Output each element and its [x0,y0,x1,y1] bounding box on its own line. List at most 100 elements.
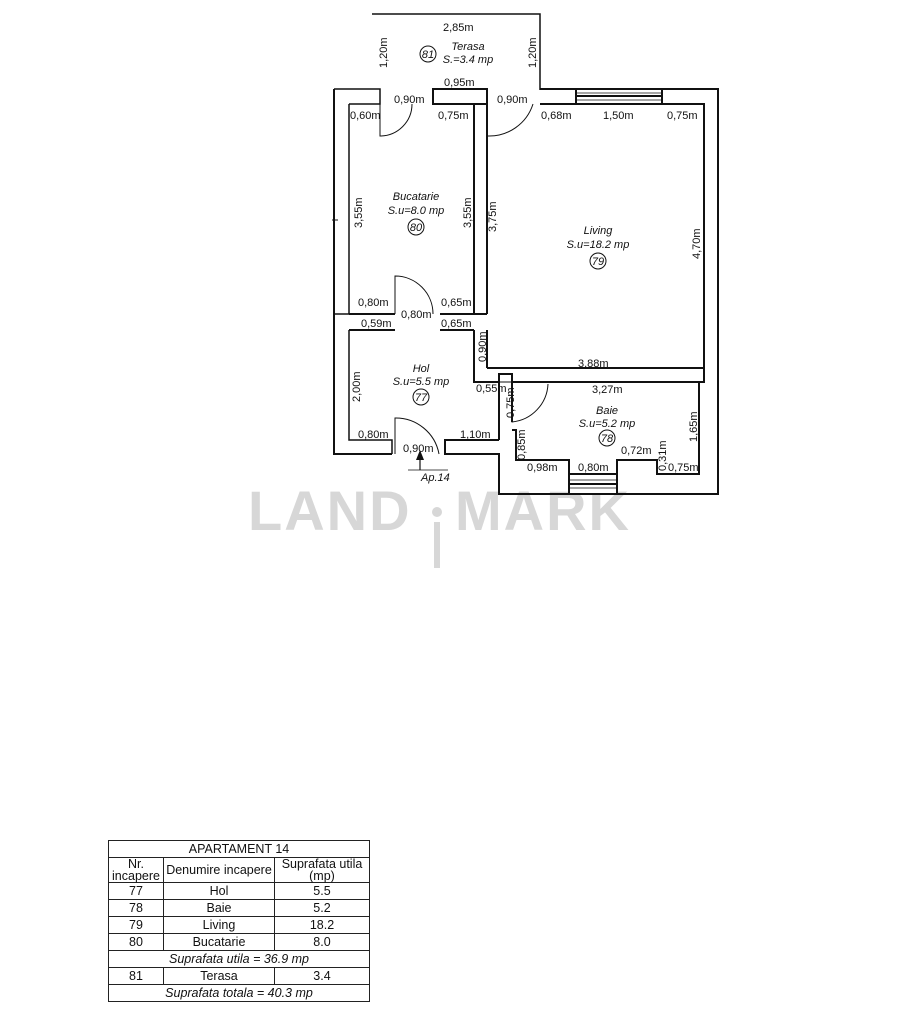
dim-label: 0,75m [505,387,517,418]
room-no-hol: 77 [415,392,428,404]
room-no-circle [589,252,607,270]
dim-label: 3,88m [578,358,609,370]
dim-label: 3,27m [592,384,623,396]
dim-label: 3,55m [353,197,365,228]
table-cell: Living [163,916,275,934]
room-no-living: 79 [592,256,604,268]
room-name-bucatarie: Bucatarie [393,191,439,203]
table-title-row: APARTAMENT 14 [108,840,370,858]
doors [379,103,549,455]
dim-label: 0,31m [657,440,669,471]
dim-label: 0,55m [476,383,507,395]
dim-label: 0,80m [358,297,389,309]
room-no-circle [419,45,437,63]
room-area-bucatarie: S.u=8.0 mp [388,205,445,217]
table-cell: 5.5 [274,882,370,900]
table-cell: 79 [108,916,164,934]
dim-label: 0,90m [403,443,434,455]
room-name-terasa: Terasa [451,41,484,53]
table-cell: 81 [108,967,164,985]
table-cell: 5.2 [274,899,370,917]
door-living-terrace [486,103,534,137]
door-entrance [394,417,440,455]
entrance-label: Ap.14 [420,472,450,484]
room-area-baie: S.u=5.2 mp [579,418,636,430]
dim-label: 0,75m [667,110,698,122]
room-no-terasa: 81 [422,49,434,61]
dim-label: 3,55m [462,197,474,228]
room-no-circle [412,388,430,406]
table-header-row: Nr. incapere Denumire incapere Suprafata… [108,857,370,883]
table-header: Denumire incapere [163,857,275,883]
dim-label: 0,72m [621,445,652,457]
door-kitchen [394,275,434,315]
entrance-arrow-icon [408,450,448,471]
table-row: 78 Baie 5.2 [108,899,370,917]
dim-label: 0,60m [350,110,381,122]
dim-label: 2,85m [443,22,474,34]
table-total: Suprafata totala = 40.3 mp [108,984,370,1002]
room-labels: Terasa S.=3.4 mp 81 Bucatarie S.u=8.0 mp… [388,41,636,447]
dim-label: 0,80m [578,462,609,474]
dim-label: 0,65m [441,297,472,309]
dim-label: 4,70m [691,228,703,259]
table-cell: 18.2 [274,916,370,934]
dim-label: 0,90m [477,331,489,362]
dim-label: 1,20m [378,37,390,68]
table-header: Suprafata utila (mp) [274,857,370,883]
table-row: 77 Hol 5.5 [108,882,370,900]
dim-label: 1,65m [688,411,700,442]
area-table: APARTAMENT 14 Nr. incapere Denumire inca… [108,840,370,1002]
table-header: Nr. incapere [108,857,164,883]
table-title: APARTAMENT 14 [108,840,370,858]
table-cell: 77 [108,882,164,900]
table-total-row: Suprafata totala = 40.3 mp [108,984,370,1002]
table-cell: Terasa [163,967,275,985]
dim-label: 0,90m [394,94,425,106]
dim-label: 1,50m [603,110,634,122]
dim-label: 0,65m [441,318,472,330]
door-bath [499,381,549,423]
watermark-bar [434,522,440,568]
table-subtotal: Suprafata utila = 36.9 mp [108,950,370,968]
watermark-dot [432,507,442,517]
dim-label: 3,75m [487,201,499,232]
table-cell: 78 [108,899,164,917]
table-subtotal-row: Suprafata utila = 36.9 mp [108,950,370,968]
room-no-circle [598,429,616,447]
room-name-hol: Hol [413,363,430,375]
dim-label: 0,75m [438,110,469,122]
table-cell: 80 [108,933,164,951]
table-cell: 8.0 [274,933,370,951]
dimension-labels: 2,85m 1,20m 1,20m 0,95m 0,90m 0,90m 0,60… [350,22,703,474]
walls [332,13,719,495]
dim-label: 0,85m [516,429,528,460]
room-no-circle [407,218,425,236]
table-cell: Hol [163,882,275,900]
room-name-baie: Baie [596,405,618,417]
dim-label: 0,68m [541,110,572,122]
dim-label: 1,20m [527,37,539,68]
table-cell: Bucatarie [163,933,275,951]
dim-label: 0,98m [527,462,558,474]
room-name-living: Living [584,225,614,237]
room-area-terasa: S.=3.4 mp [443,54,493,66]
room-no-bucatarie: 80 [410,222,423,234]
door-kitchen-terrace [379,103,413,137]
dim-label: 0,95m [444,77,475,89]
room-area-hol: S.u=5.5 mp [393,376,450,388]
dim-label: 0,75m [668,462,699,474]
room-area-living: S.u=18.2 mp [567,239,630,251]
dim-label: 1,10m [460,429,491,441]
table-cell: Baie [163,899,275,917]
dim-label: 0,90m [497,94,528,106]
dim-label: 0,80m [401,309,432,321]
dim-label: 0,80m [358,429,389,441]
table-row: 79 Living 18.2 [108,916,370,934]
table-row: 80 Bucatarie 8.0 [108,933,370,951]
dim-label: 2,00m [351,371,363,402]
room-no-baie: 78 [601,433,614,445]
table-row: 81 Terasa 3.4 [108,967,370,985]
table-cell: 3.4 [274,967,370,985]
